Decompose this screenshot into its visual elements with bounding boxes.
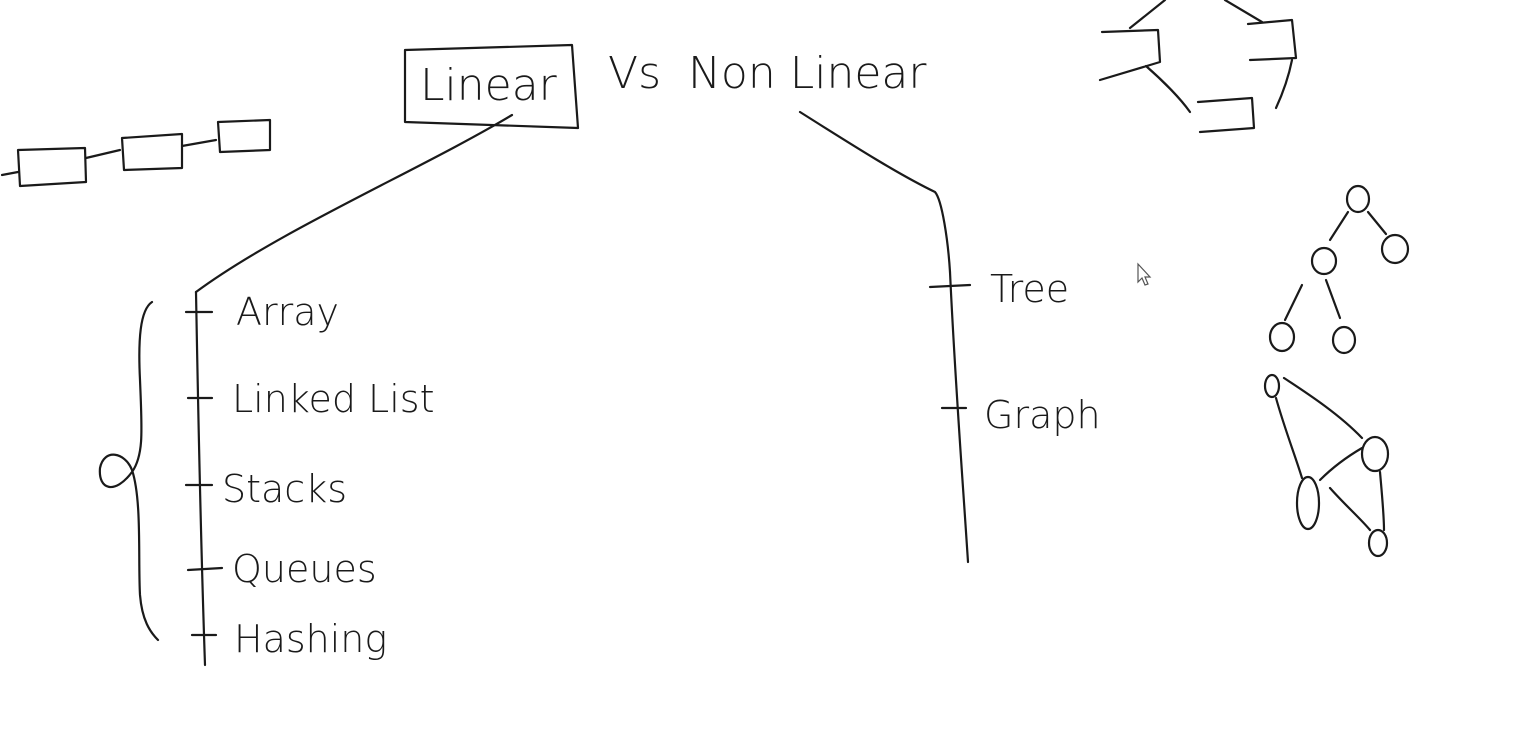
node-box xyxy=(120,132,184,172)
graph-node xyxy=(1360,435,1390,473)
boxes-graph-sketch xyxy=(1098,0,1298,134)
linear-item-array: Array xyxy=(236,290,339,334)
graph-node xyxy=(1367,528,1389,558)
linear-branch: Array Linked List Stacks Queues Hashing xyxy=(98,113,514,667)
graph-edge xyxy=(1328,486,1372,532)
linear-connector xyxy=(194,113,514,294)
tree-node xyxy=(1345,184,1371,214)
linear-item-queues: Queues xyxy=(232,547,377,591)
tree-node xyxy=(1268,321,1296,353)
tree-node xyxy=(1380,233,1410,265)
graph-node xyxy=(1295,475,1321,531)
edge xyxy=(1274,58,1294,110)
node-line xyxy=(180,138,218,148)
graph-edge xyxy=(1274,396,1304,480)
linear-item-hashing: Hashing xyxy=(234,617,387,661)
node-box xyxy=(16,146,88,188)
non-linear-item-tree: Tree xyxy=(990,267,1069,311)
non-linear-branch: Tree Graph xyxy=(798,110,1101,564)
non-linear-trunk xyxy=(948,270,970,564)
tree-edge xyxy=(1324,278,1342,320)
edge xyxy=(1144,64,1192,114)
tree-sketch xyxy=(1268,184,1410,355)
node-box xyxy=(1196,96,1256,134)
node-box xyxy=(1246,18,1298,62)
non-linear-item-graph: Graph xyxy=(984,393,1101,437)
title-linear: Linear xyxy=(420,60,558,111)
linear-item-linked-list: Linked List xyxy=(232,377,434,421)
title-vs: Vs xyxy=(608,48,661,99)
graph-edge xyxy=(1282,376,1364,440)
node-box xyxy=(1098,28,1162,82)
mouse-pointer-icon xyxy=(1137,262,1152,286)
tree-node xyxy=(1310,246,1338,276)
graph-node xyxy=(1263,373,1281,399)
edge xyxy=(1128,0,1167,30)
graph-edge xyxy=(1318,446,1364,482)
non-linear-connector xyxy=(798,110,952,274)
linear-box xyxy=(403,43,580,130)
tree-edge xyxy=(1366,210,1388,236)
node-box xyxy=(216,118,272,154)
linear-trunk xyxy=(194,290,207,667)
non-linear-tick-tree xyxy=(928,283,972,289)
graph-sketch xyxy=(1263,373,1390,558)
edge xyxy=(1223,0,1264,24)
node-line xyxy=(84,148,122,160)
tree-edge xyxy=(1283,283,1304,322)
tree-edge xyxy=(1328,210,1350,242)
node-line xyxy=(0,170,20,177)
title-non-linear: Non Linear xyxy=(688,48,927,99)
graph-edge xyxy=(1378,470,1386,532)
diagram-title: Linear Vs Non Linear xyxy=(403,43,927,130)
tree-node xyxy=(1331,325,1357,355)
linear-tick-queues xyxy=(186,566,224,572)
linear-item-stacks: Stacks xyxy=(222,467,347,511)
linked-list-sketch xyxy=(0,118,272,188)
linear-curly-brace xyxy=(98,300,160,642)
